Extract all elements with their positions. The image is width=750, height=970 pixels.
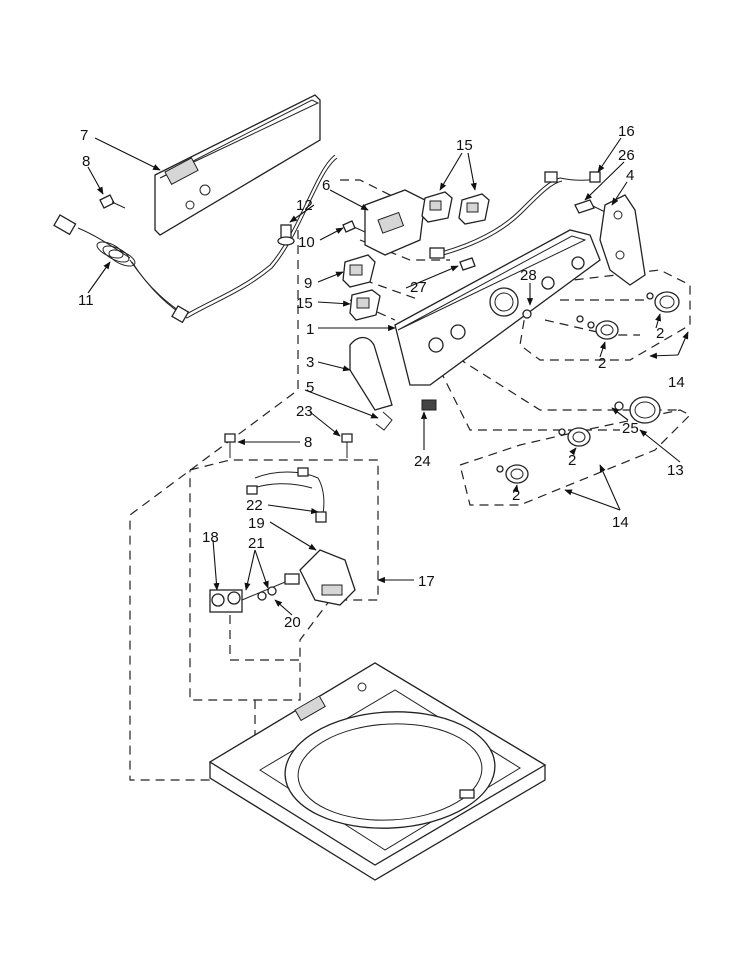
callout-10: 10 [298,234,315,251]
screw-23 [341,433,353,458]
switch-15-lower [349,289,381,321]
callout-4: 4 [626,167,634,184]
callout-18: 18 [202,529,219,546]
control-console [394,229,601,386]
leader-lines [87,137,689,616]
callout-9: 9 [304,275,312,292]
dispenser [299,549,356,606]
callout-5: 5 [306,379,314,396]
callout-8-upper: 8 [82,153,90,170]
end-cap-bracket [599,194,646,286]
side-panel [349,336,393,411]
control-board [364,189,426,256]
callout-labels: 7 8 6 12 10 9 15 1 3 5 23 8 11 15 16 26 … [78,123,685,631]
callout-27: 27 [410,279,427,296]
callout-2-lower-mid: 2 [568,452,576,469]
screw-lower-8 [224,433,236,458]
callout-15-lower: 15 [296,295,313,312]
screw-upper [99,194,126,209]
water-valve [209,573,300,613]
callout-14-lower: 14 [612,514,629,531]
callout-23: 23 [296,403,313,420]
knob-upper-right [646,291,680,313]
power-cord [53,154,338,324]
knob-lower-mid [558,427,591,447]
knob-upper-mid [587,320,619,340]
callout-24: 24 [414,453,431,470]
callout-8-lower: 8 [304,434,312,451]
lens [421,399,437,411]
callout-28: 28 [520,267,537,284]
screw-10 [342,220,366,233]
callout-16: 16 [618,123,635,140]
callout-25: 25 [622,420,639,437]
callout-7: 7 [80,127,88,144]
callout-22: 22 [246,497,263,514]
callout-26: 26 [618,147,635,164]
switch-9 [342,254,376,288]
knob-lower-left [496,464,529,484]
callout-2-lower-left: 2 [512,487,520,504]
callout-17: 17 [418,573,435,590]
valve-harness [246,467,327,523]
callout-3: 3 [306,354,314,371]
rear-panel [154,94,321,236]
grommet [277,224,295,246]
callout-21: 21 [248,535,265,552]
callout-12: 12 [296,197,313,214]
knob-large [614,396,661,424]
callout-13: 13 [667,462,684,479]
callout-19: 19 [248,515,265,532]
callout-1: 1 [306,321,314,338]
switch-15-upper-a [421,191,453,223]
callout-20: 20 [284,614,301,631]
clip [375,411,393,431]
knob-small-2 [576,315,584,323]
callout-2-upper-mid: 2 [598,355,606,372]
wire-harness [429,171,606,271]
callout-15-upper: 15 [456,137,473,154]
callout-14-upper: 14 [668,374,685,391]
callout-2-upper-right: 2 [656,325,664,342]
callout-6: 6 [322,177,330,194]
switch-15-upper-b [458,193,490,225]
callout-11: 11 [78,292,94,309]
washer-top [208,662,547,881]
